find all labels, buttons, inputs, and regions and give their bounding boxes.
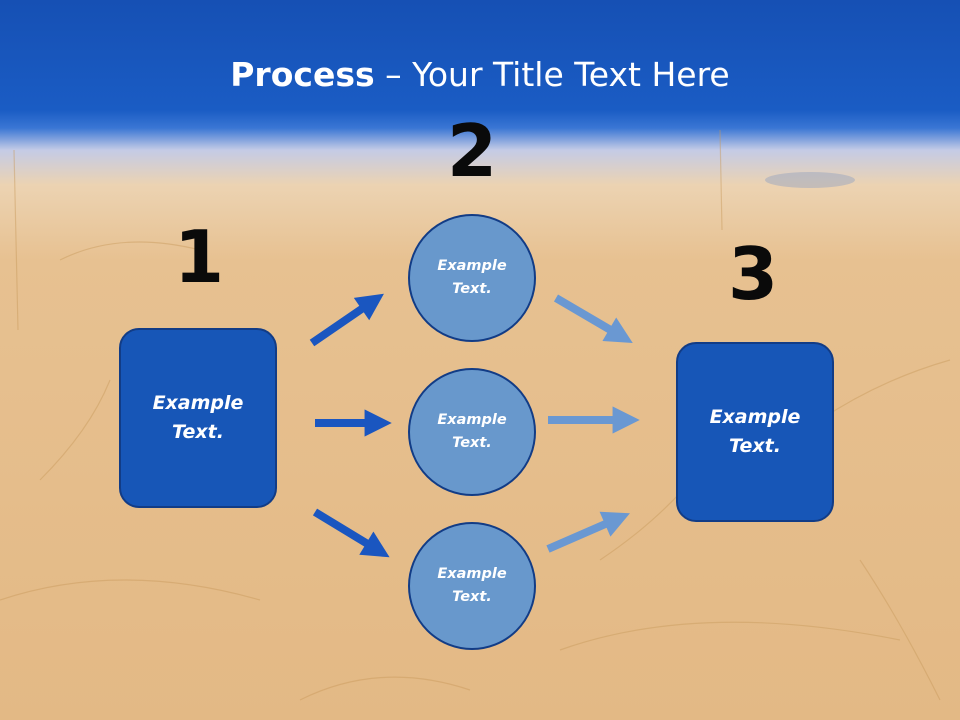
middle-node-center-line1: Example <box>437 412 507 428</box>
arrow-step1-to-top <box>309 293 384 347</box>
middle-node-top-line1: Example <box>437 258 507 274</box>
title-bold: Process <box>230 55 375 94</box>
step1-label-line1: Example <box>152 392 244 414</box>
middle-node-center-line2: Text. <box>452 435 492 451</box>
arrow-top-to-step3 <box>553 294 633 344</box>
step1-label-line2: Text. <box>172 421 224 443</box>
step3-label-line2: Text. <box>729 435 781 457</box>
arrow-step1-to-bottom <box>312 508 390 558</box>
slide-title: Process – Your Title Text Here <box>0 52 960 98</box>
middle-node-top-line2: Text. <box>452 281 492 297</box>
middle-node-bottom-line1: Example <box>437 566 507 582</box>
arrow-bottom-to-step3 <box>546 511 630 553</box>
middle-node-bottom-line2: Text. <box>452 589 492 605</box>
step3-label-line1: Example <box>709 406 801 428</box>
step-number-1: 1 <box>173 215 225 299</box>
step-number-3: 3 <box>727 232 779 316</box>
step-number-2: 2 <box>446 109 498 193</box>
title-rest: – Your Title Text Here <box>374 55 730 94</box>
